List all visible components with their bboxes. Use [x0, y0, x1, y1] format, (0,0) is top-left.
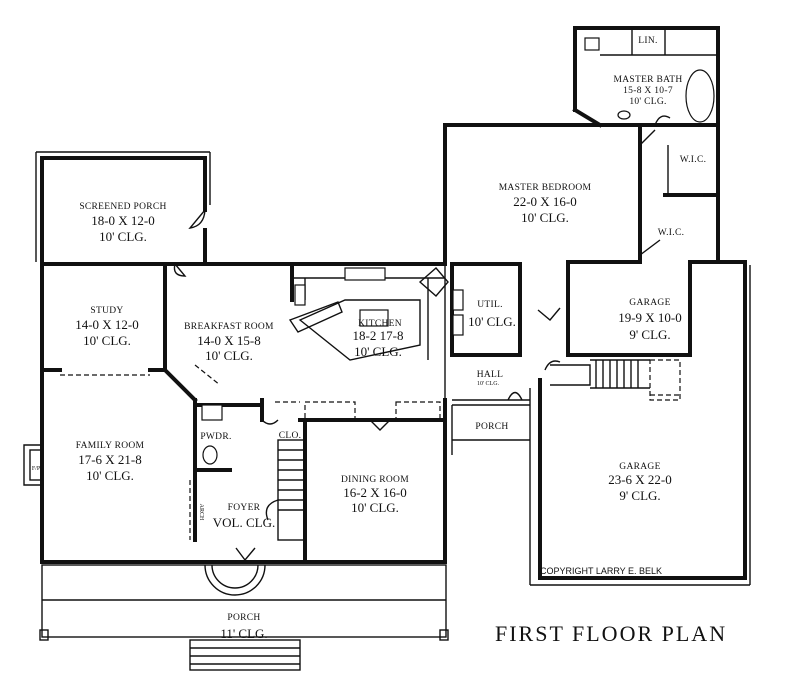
room-size: 17-6 X 21-8	[78, 452, 142, 467]
room-name: HALL	[477, 370, 504, 380]
room-dining: DINING ROOM 16-2 X 16-0 10' CLG.	[341, 475, 409, 515]
room-ceiling: 10' CLG.	[86, 468, 134, 483]
room-name: GARAGE	[629, 298, 670, 308]
fireplace-label: F/P	[32, 466, 41, 472]
room-wic-lower: W.I.C.	[658, 228, 685, 238]
room-ceiling: 11' CLG.	[220, 626, 267, 641]
room-size: 15-8 X 10-7	[623, 86, 673, 96]
room-name: DINING ROOM	[341, 475, 409, 485]
room-foyer: FOYER VOL. CLG.	[213, 503, 275, 530]
fixtures	[23, 37, 715, 671]
room-size: 22-0 X 16-0	[513, 194, 577, 209]
arch-label: ARCH	[198, 504, 204, 521]
room-garage-small: GARAGE 19-9 X 10-0 9' CLG.	[618, 298, 682, 342]
garage-stairs	[550, 359, 681, 401]
room-study: STUDY 14-0 X 12-0 10' CLG.	[75, 306, 139, 348]
room-labels: SCREENED PORCH 18-0 X 12-0 10' CLG. STUD…	[32, 36, 706, 641]
room-master-bedroom: MASTER BEDROOM 22-0 X 16-0 10' CLG.	[499, 183, 592, 225]
room-family: FAMILY ROOM 17-6 X 21-8 10' CLG.	[76, 441, 145, 483]
room-name: GARAGE	[619, 462, 660, 472]
room-clo: CLO.	[279, 431, 302, 441]
copyright-text: COPYRIGHT LARRY E. BELK	[540, 566, 662, 576]
room-ceiling: 10' CLG.	[629, 97, 666, 107]
plan-title: FIRST FLOOR PLAN	[495, 621, 727, 646]
room-lin: LIN.	[638, 36, 657, 46]
room-ceiling: 10' CLG.	[83, 333, 131, 348]
room-name: MASTER BEDROOM	[499, 183, 592, 193]
room-ceiling: 10' CLG.	[205, 348, 253, 363]
room-ceiling: VOL. CLG.	[213, 515, 275, 530]
room-name: UTIL.	[477, 300, 503, 310]
room-ceiling: 10' CLG.	[521, 210, 569, 225]
room-name: PORCH	[227, 613, 260, 623]
room-ceiling: 9' CLG.	[619, 488, 660, 503]
room-porch-front: PORCH 11' CLG.	[220, 613, 267, 641]
foyer-stairs	[265, 439, 305, 541]
room-wic-upper: W.I.C.	[680, 155, 707, 165]
room-size: 14-0 X 12-0	[75, 317, 139, 332]
room-name: SCREENED PORCH	[79, 202, 166, 212]
room-size: 18-0 X 12-0	[91, 213, 155, 228]
room-name: FOYER	[228, 503, 261, 513]
room-pwdr: PWDR.	[200, 432, 231, 442]
room-size: 16-2 X 16-0	[343, 485, 407, 500]
room-ceiling: 10' CLG.	[468, 314, 516, 329]
room-size: 14-0 X 15-8	[197, 333, 261, 348]
room-name: BREAKFAST ROOM	[184, 322, 274, 332]
room-ceiling: 10' CLG.	[354, 344, 402, 359]
room-name: STUDY	[90, 306, 123, 316]
room-ceiling: 10' CLG.	[351, 500, 399, 515]
room-porch-side: PORCH	[475, 422, 508, 432]
room-breakfast: BREAKFAST ROOM 14-0 X 15-8 10' CLG.	[184, 322, 274, 363]
room-ceiling: 10' CLG.	[99, 229, 147, 244]
front-steps	[189, 639, 301, 671]
room-ceiling: 10' CLG.	[477, 381, 500, 387]
room-size: 23-6 X 22-0	[608, 472, 672, 487]
room-size: 19-9 X 10-0	[618, 310, 682, 325]
room-size: 18-2 17-8	[353, 328, 404, 343]
room-garage-large: GARAGE 23-6 X 22-0 9' CLG.	[608, 462, 672, 503]
room-name: KITCHEN	[358, 319, 402, 329]
walls	[35, 26, 751, 586]
room-screened-porch: SCREENED PORCH 18-0 X 12-0 10' CLG.	[79, 202, 166, 244]
room-kitchen: KITCHEN 18-2 17-8 10' CLG.	[353, 319, 404, 359]
room-hall: HALL 10' CLG.	[477, 370, 504, 387]
room-master-bath: MASTER BATH 15-8 X 10-7 10' CLG.	[613, 75, 682, 107]
room-name: MASTER BATH	[613, 75, 682, 85]
room-name: FAMILY ROOM	[76, 441, 145, 451]
room-util: UTIL. 10' CLG.	[468, 300, 516, 329]
room-ceiling: 9' CLG.	[629, 327, 670, 342]
